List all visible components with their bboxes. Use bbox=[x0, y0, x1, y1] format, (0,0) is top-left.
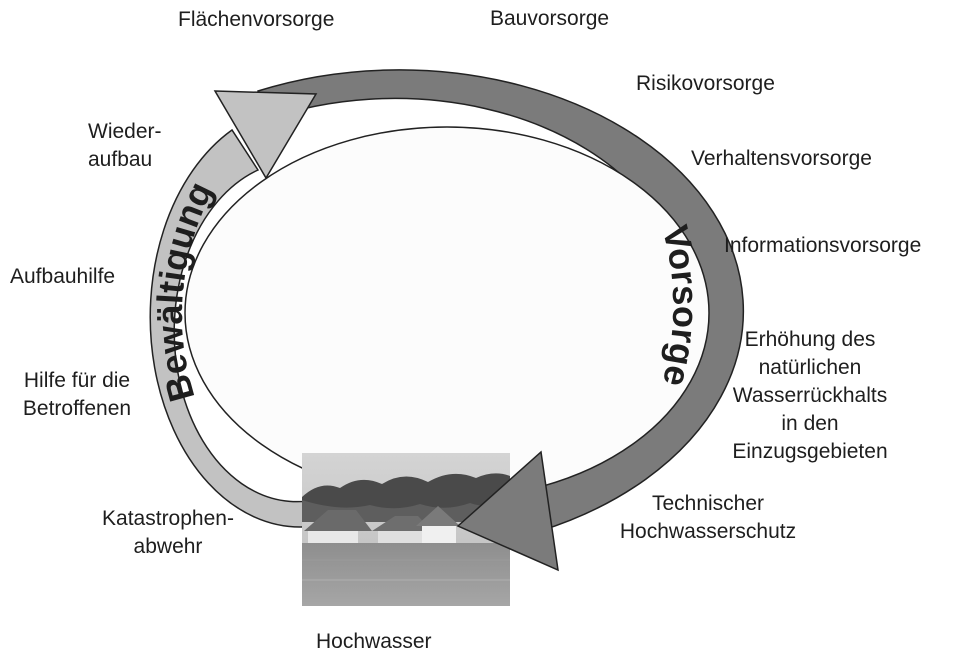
label-wasserrueckhalt: Erhöhung des natürlichen Wasserrückhalts… bbox=[700, 326, 920, 466]
label-wiederaufbau: Wieder- aufbau bbox=[88, 118, 162, 174]
label-line: natürlichen bbox=[758, 356, 862, 379]
label-line: in den bbox=[781, 412, 839, 435]
label-line: Erhöhung des bbox=[744, 328, 876, 351]
label-line: Technischer bbox=[651, 492, 765, 515]
label-line: Wieder- bbox=[88, 120, 162, 143]
vorsorge-arrowhead bbox=[456, 450, 559, 572]
label-line: Hilfe für die bbox=[23, 369, 131, 392]
label-line: Einzugsgebieten bbox=[732, 440, 888, 463]
label-line: Katastrophen- bbox=[102, 507, 234, 530]
label-hilfe-fuer-betroffene: Hilfe für die Betroffenen bbox=[4, 367, 150, 423]
label-line: Betroffenen bbox=[22, 397, 132, 420]
label-hochwasser: Hochwasser bbox=[316, 630, 432, 653]
label-technischer-hochwasserschutz: Technischer Hochwasserschutz bbox=[590, 490, 826, 546]
label-bauvorsorge: Bauvorsorge bbox=[490, 7, 610, 30]
flood-photo bbox=[302, 453, 510, 606]
label-risikovorsorge: Risikovorsorge bbox=[636, 72, 775, 95]
label-line: Wasserrückhalts bbox=[732, 384, 888, 407]
label-aufbauhilfe: Aufbauhilfe bbox=[10, 265, 116, 288]
label-line: abwehr bbox=[133, 535, 203, 558]
label-informationsvorsorge: Informationsvorsorge bbox=[724, 234, 922, 257]
label-verhaltensvorsorge: Verhaltensvorsorge bbox=[691, 147, 872, 170]
label-line: Hochwasserschutz bbox=[619, 520, 797, 543]
label-flaechenvorsorge: Flächenvorsorge bbox=[178, 8, 335, 31]
bewaeltigung-arrowhead bbox=[213, 90, 318, 180]
bewaeltigung-arc bbox=[149, 128, 336, 528]
label-katastrophenabwehr: Katastrophen- abwehr bbox=[78, 505, 258, 561]
label-line: aufbau bbox=[88, 148, 153, 171]
cycle-inner-area bbox=[184, 126, 710, 500]
